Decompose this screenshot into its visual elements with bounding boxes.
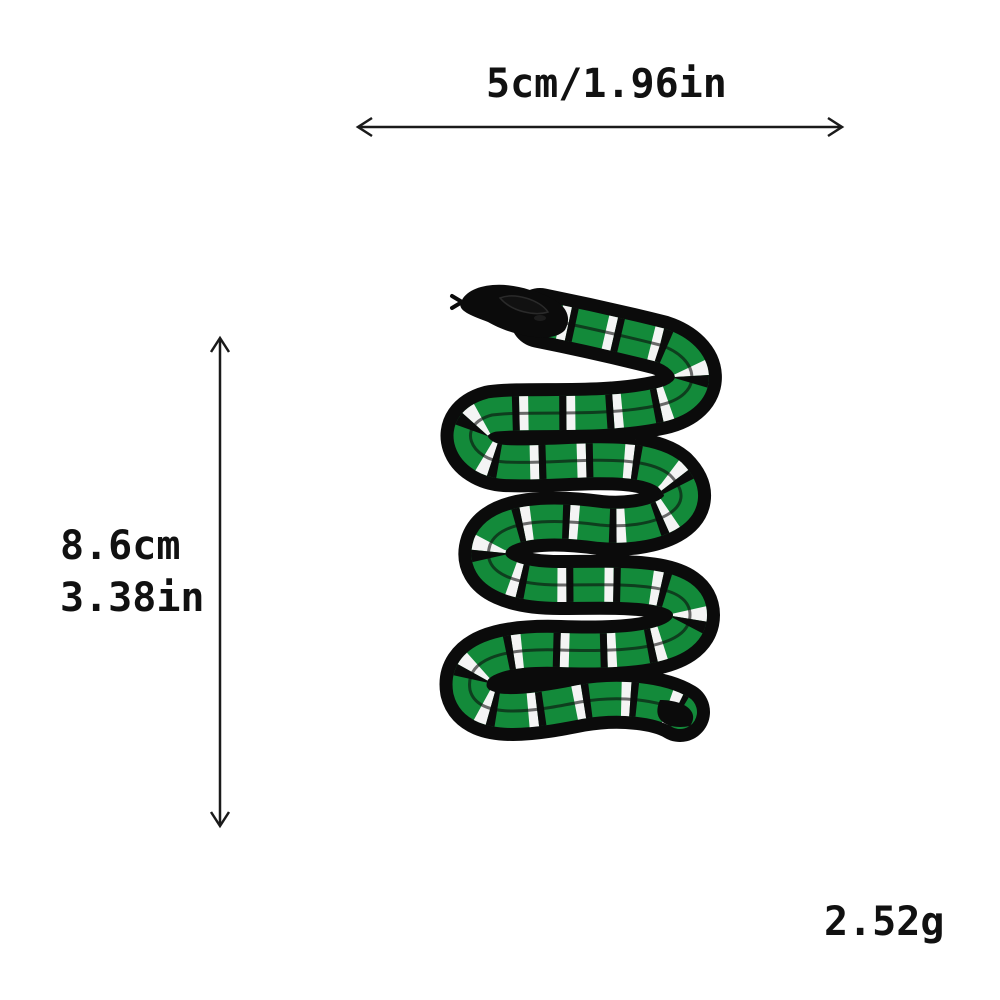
height-label: 8.6cm 3.38in — [60, 520, 205, 624]
width-label: 5cm/1.96in — [486, 61, 727, 107]
weight-label: 2.52g — [824, 899, 945, 945]
height-cm-label: 8.6cm — [60, 523, 181, 569]
height-in-label: 3.38in — [60, 575, 205, 621]
